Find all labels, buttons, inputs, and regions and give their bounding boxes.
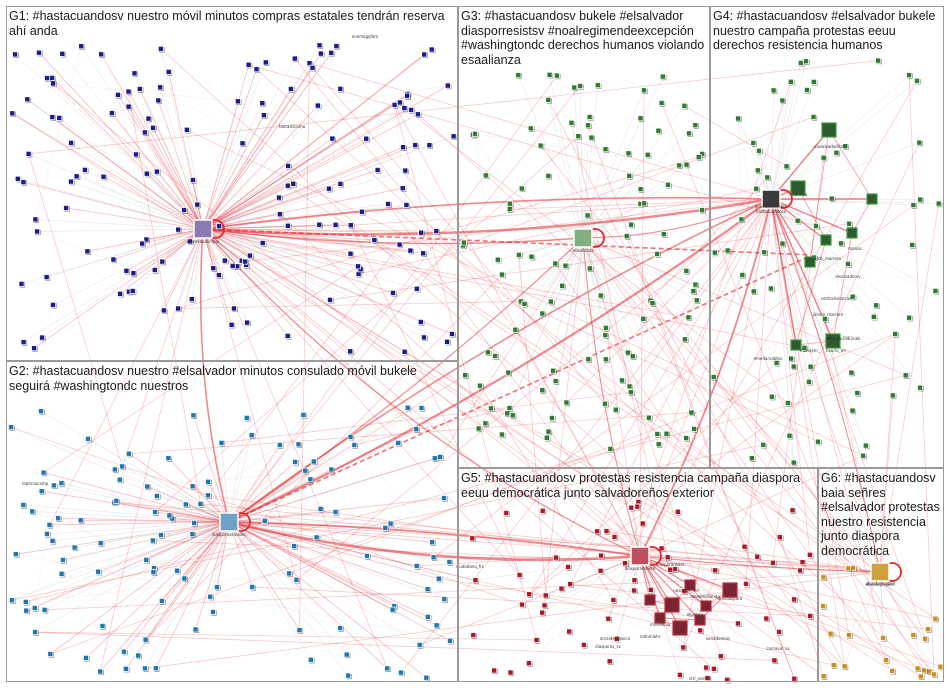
group-title-g1: G1: #hastacuandosv nuestro móvil minutos… (9, 9, 457, 38)
group-box-g1 (6, 6, 458, 361)
group-title-g4: G4: #hastacuandosv #elsalvador bukele nu… (713, 9, 943, 53)
group-box-g2 (6, 361, 458, 682)
group-title-g5: G5: #hastacuandosv protestas resistencia… (461, 471, 816, 500)
group-box-g5 (458, 468, 818, 682)
group-box-g4 (710, 6, 944, 468)
group-title-g3: G3: #hastacuandosv bukele #elsalvador di… (461, 9, 709, 67)
group-title-g6: G6: #hastacuandosv baia señres #elsalvad… (821, 471, 943, 558)
group-title-g2: G2: #hastacuandosv nuestro #elsalvador m… (9, 364, 449, 393)
group-box-g3 (458, 6, 710, 468)
